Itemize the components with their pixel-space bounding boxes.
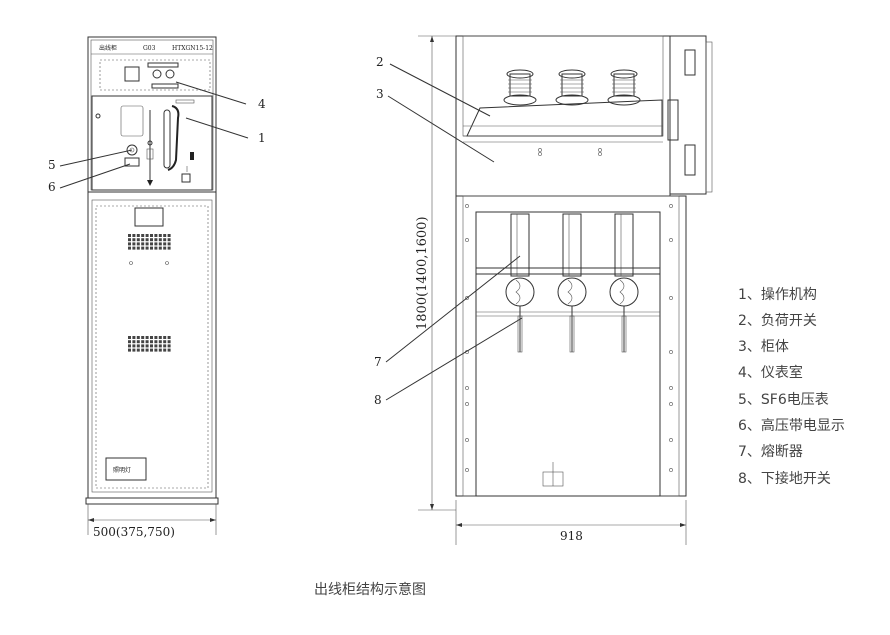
vent-grid-upper — [128, 234, 171, 250]
callout-5: 5 — [48, 158, 56, 172]
lamp-label: 照明灯 — [113, 466, 131, 474]
side-height-dimension: 1800(1400,1600) — [415, 216, 430, 330]
callouts: 4 1 5 6 2 3 7 8 — [48, 55, 523, 407]
legend-item: 7、熔断器 — [738, 444, 803, 460]
front-width-dimension: 500(375,750) — [93, 525, 175, 539]
legend: 1、操作机构 2、负荷开关 3、柜体 4、仪表室 5、SF6电压表 6、高压带电… — [738, 287, 845, 487]
legend-item: 2、负荷开关 — [738, 313, 817, 329]
load-switch — [463, 69, 663, 143]
side-width-dimension: 918 — [560, 529, 583, 543]
legend-item: 3、柜体 — [738, 339, 789, 355]
nameplate-right-text: HTXGN15-12 — [172, 45, 213, 52]
legend-item: 4、仪表室 — [738, 364, 803, 381]
diagram-caption: 出线柜结构示意图 — [314, 581, 426, 598]
callout-8: 8 — [374, 393, 382, 407]
callout-1: 1 — [258, 131, 266, 145]
callout-2: 2 — [376, 55, 384, 69]
legend-item: 6、高压带电显示 — [738, 417, 845, 434]
callout-7: 7 — [374, 355, 382, 369]
legend-item: 8、下接地开关 — [738, 470, 831, 487]
lighting-lamp-box — [105, 457, 147, 481]
nameplate-mid-text: G03 — [143, 45, 156, 52]
vent-grid-lower — [128, 336, 171, 352]
callout-6: 6 — [48, 180, 56, 194]
legend-item: 1、操作机构 — [738, 287, 817, 303]
legend-item: 5、SF6电压表 — [738, 392, 829, 408]
front-view: 出线柜 G03 HTXGN15-12 — [85, 36, 219, 539]
instrument-room — [99, 59, 211, 91]
callout-3: 3 — [376, 87, 384, 101]
side-view: 1800(1400,1600) 918 — [415, 35, 713, 545]
callout-4: 4 — [258, 97, 266, 111]
ground-switch — [517, 306, 627, 353]
fuses — [505, 213, 639, 307]
nameplate-left-text: 出线柜 — [99, 44, 117, 52]
